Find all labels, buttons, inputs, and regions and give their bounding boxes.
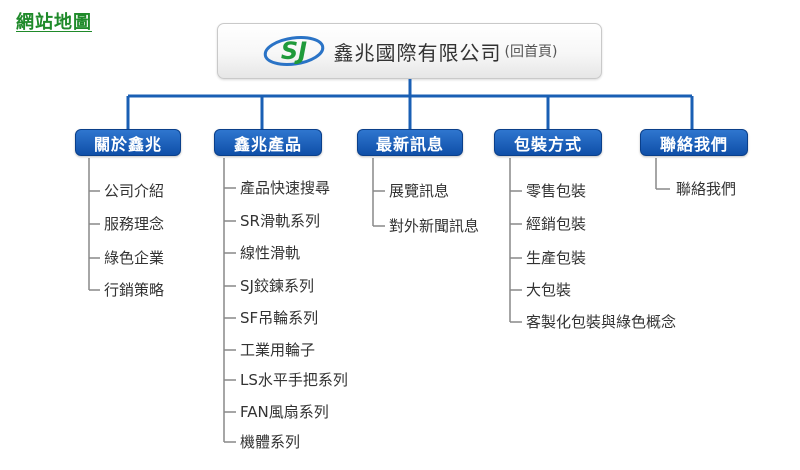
link-retail-packaging[interactable]: 零售包裝 xyxy=(526,182,587,200)
link-production-packaging[interactable]: 生產包裝 xyxy=(526,249,587,267)
link-bulk-packaging[interactable]: 大包裝 xyxy=(526,281,572,299)
company-logo-icon: SJ xyxy=(262,34,326,68)
category-products[interactable]: 鑫兆產品 xyxy=(214,129,322,156)
link-fan[interactable]: FAN風扇系列 xyxy=(240,403,329,421)
link-linear-rail[interactable]: 線性滑軌 xyxy=(240,244,301,262)
link-sj-hinge[interactable]: SJ鉸鍊系列 xyxy=(240,277,314,295)
link-industrial-wheels[interactable]: 工業用輪子 xyxy=(240,341,316,359)
link-product-search[interactable]: 產品快速搜尋 xyxy=(240,179,331,197)
link-body-series[interactable]: 機體系列 xyxy=(240,433,301,451)
company-name: 鑫兆國際有限公司 xyxy=(333,40,502,65)
category-about[interactable]: 關於鑫兆 xyxy=(75,129,181,156)
link-sf-pulley[interactable]: SF吊輪系列 xyxy=(240,309,319,327)
link-marketing-strategy[interactable]: 行銷策略 xyxy=(104,281,165,299)
category-packaging[interactable]: 包裝方式 xyxy=(494,129,602,156)
category-news[interactable]: 最新訊息 xyxy=(357,129,463,156)
link-press-news[interactable]: 對外新聞訊息 xyxy=(389,217,480,235)
link-custom-green-packaging[interactable]: 客製化包裝與綠色概念 xyxy=(526,313,677,331)
home-link[interactable]: SJ 鑫兆國際有限公司 (回首頁) xyxy=(217,23,602,79)
link-company-intro[interactable]: 公司介紹 xyxy=(104,182,165,200)
link-green-enterprise[interactable]: 綠色企業 xyxy=(104,249,165,267)
home-note: (回首頁) xyxy=(504,44,558,60)
page-title: 網站地圖 xyxy=(16,12,92,33)
logo-text: SJ xyxy=(280,37,306,65)
category-contact[interactable]: 聯絡我們 xyxy=(640,129,748,156)
link-sr-rail[interactable]: SR滑軌系列 xyxy=(240,212,320,230)
link-distribution-packaging[interactable]: 經銷包裝 xyxy=(526,215,587,233)
link-service-philosophy[interactable]: 服務理念 xyxy=(104,215,165,233)
link-contact-us[interactable]: 聯絡我們 xyxy=(676,180,737,198)
link-exhibition-news[interactable]: 展覽訊息 xyxy=(389,182,450,200)
link-ls-handle[interactable]: LS水平手把系列 xyxy=(240,371,348,389)
